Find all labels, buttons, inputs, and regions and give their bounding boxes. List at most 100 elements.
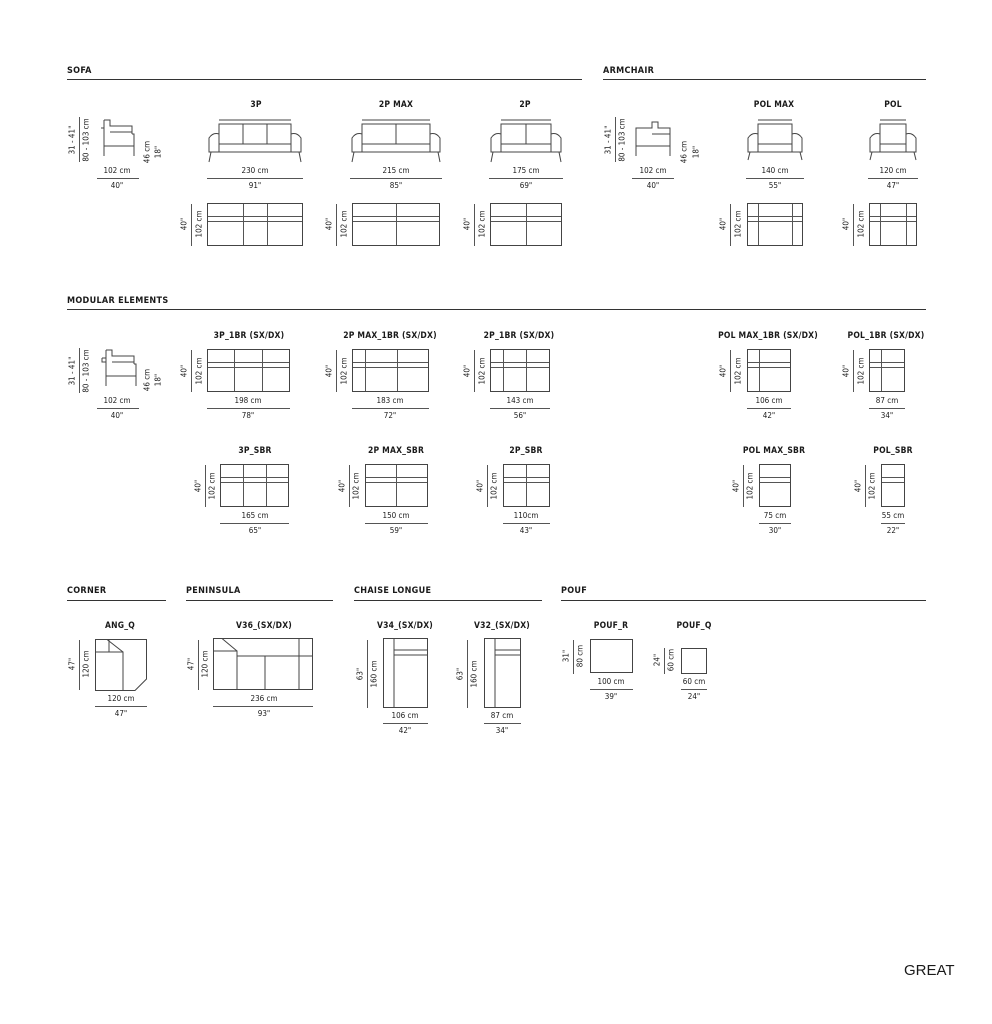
depth-cm-label: 102 cm: [856, 357, 866, 385]
armchair-front-drawing: [869, 119, 917, 161]
dimension-line: [474, 350, 475, 392]
dimension-line: [79, 640, 80, 690]
module-plan-drawing: [352, 349, 429, 392]
sofa-plan-drawing: [490, 203, 562, 246]
depth-cm-label: 102 cm: [867, 472, 877, 500]
depth-in-label: 40": [462, 364, 472, 378]
width-cm-label: 236 cm: [250, 694, 278, 703]
width-cm-label: 106 cm: [755, 396, 783, 405]
dimension-line: [367, 640, 368, 708]
width-cm-label: 87 cm: [875, 396, 899, 405]
dimension-line: [97, 178, 139, 179]
model-name: 2P_SBR: [509, 446, 543, 456]
dimension-line: [746, 178, 804, 179]
chaise-plan-drawing: [484, 638, 521, 708]
pouf-plan-drawing: [590, 639, 633, 673]
module-plan-drawing: [220, 464, 289, 507]
section-title-peninsula: PENINSULA: [186, 586, 241, 596]
module-plan-drawing: [759, 464, 791, 507]
depth-in-label: 40": [110, 411, 124, 420]
depth-cm-label: 102 cm: [489, 472, 499, 500]
dimension-line: [97, 408, 139, 409]
width-in-label: 56": [513, 411, 527, 420]
model-name: POL MAX_1BR (SX/DX): [718, 331, 818, 341]
depth-cm-label: 102 cm: [103, 166, 131, 175]
height-in-label: 31 - 41": [67, 125, 77, 155]
width-cm-label: 55 cm: [881, 511, 905, 520]
dimension-line: [730, 350, 731, 392]
depth-cm-label: 102 cm: [339, 357, 349, 385]
width-cm-label: 120 cm: [107, 694, 135, 703]
depth-in-label: 40": [193, 479, 203, 493]
depth-cm-label: 102 cm: [733, 210, 743, 238]
model-name: V32_(SX/DX): [473, 621, 531, 631]
width-in-label: 72": [383, 411, 397, 420]
width-in-label: 24": [687, 692, 701, 701]
depth-cm-label: 102 cm: [194, 210, 204, 238]
depth-in-label: 63": [355, 667, 365, 681]
depth-cm-label: 102 cm: [639, 166, 667, 175]
peninsula-plan-drawing: [213, 638, 313, 690]
width-in-label: 78": [241, 411, 255, 420]
chaise-plan-drawing: [383, 638, 428, 708]
sofa-front-drawing: [208, 119, 302, 163]
dimension-line: [573, 640, 574, 674]
depth-cm-label: 102 cm: [103, 396, 131, 405]
module-plan-drawing: [503, 464, 550, 507]
section-rule-corner: [67, 600, 166, 601]
width-cm-label: 150 cm: [382, 511, 410, 520]
dimension-line: [489, 178, 563, 179]
dimension-line: [853, 204, 854, 246]
width-in-label: 47": [114, 709, 128, 718]
model-name: 2P_1BR (SX/DX): [483, 331, 555, 341]
depth-cm-label: 102 cm: [477, 357, 487, 385]
section-title-corner: CORNER: [67, 586, 107, 596]
depth-cm-label: 60 cm: [666, 648, 676, 672]
dimension-line: [79, 348, 80, 393]
width-in-label: 65": [248, 526, 262, 535]
dimension-line: [467, 640, 468, 708]
armchair-front-drawing: [747, 119, 803, 161]
width-cm-label: 215 cm: [382, 166, 410, 175]
dimension-line: [213, 706, 313, 707]
seat-cm-label: 46 cm: [679, 140, 689, 164]
depth-in-label: 40": [324, 364, 334, 378]
dimension-line: [759, 523, 791, 524]
depth-in-label: 40": [841, 217, 851, 231]
depth-cm-label: 102 cm: [733, 357, 743, 385]
sofa-plan-drawing: [352, 203, 440, 246]
dimension-line: [868, 178, 918, 179]
width-in-label: 47": [886, 181, 900, 190]
dimension-line: [350, 178, 442, 179]
depth-in-label: 40": [853, 479, 863, 493]
model-name: POUF_R: [593, 621, 629, 631]
width-cm-label: 120 cm: [879, 166, 907, 175]
section-rule-sofa: [67, 79, 582, 80]
width-in-label: 85": [389, 181, 403, 190]
dimension-line: [681, 689, 707, 690]
model-name: POUF_Q: [676, 621, 712, 631]
dimension-line: [484, 723, 521, 724]
dimension-line: [79, 117, 80, 162]
height-in-label: 31 - 41": [603, 125, 613, 155]
width-cm-label: 175 cm: [512, 166, 540, 175]
dimension-line: [615, 117, 616, 162]
model-name: POL MAX: [753, 100, 795, 110]
width-cm-label: 165 cm: [241, 511, 269, 520]
depth-in-label: 40": [646, 181, 660, 190]
sofa-plan-drawing: [207, 203, 303, 246]
depth-cm-label: 102 cm: [339, 210, 349, 238]
dimension-line: [490, 408, 550, 409]
section-rule-armchair: [603, 79, 926, 80]
height-cm-label: 80 - 103 cm: [617, 118, 627, 162]
dimension-line: [632, 178, 674, 179]
width-cm-label: 110cm: [513, 511, 539, 520]
dimension-line: [853, 350, 854, 392]
depth-cm-label: 120 cm: [81, 650, 91, 678]
width-in-label: 34": [495, 726, 509, 735]
model-name: POL_SBR: [873, 446, 913, 456]
module-plan-drawing: [747, 349, 791, 392]
dimension-line: [336, 204, 337, 246]
depth-in-label: 24": [652, 653, 662, 667]
model-name: 3P_SBR: [238, 446, 272, 456]
